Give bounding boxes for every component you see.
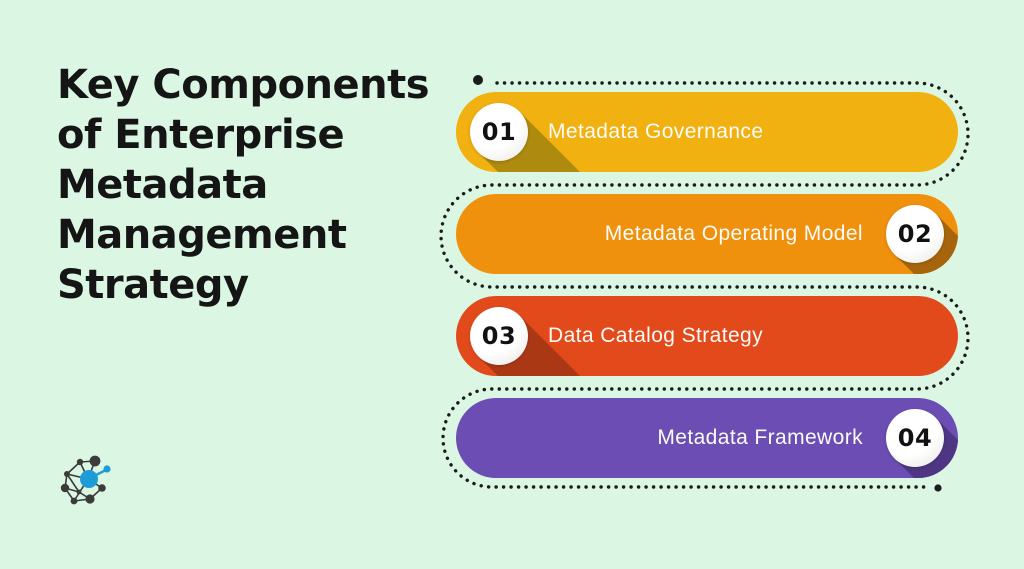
item-number-badge: 02 (886, 205, 944, 263)
item-number: 04 (897, 424, 933, 452)
item-pill-01: 01 Metadata Governance (456, 92, 958, 172)
item-number-badge: 03 (470, 307, 528, 365)
item-number-badge: 04 (886, 409, 944, 467)
item-pill-02: 02 Metadata Operating Model (456, 194, 958, 274)
item-label: Data Catalog Strategy (548, 324, 764, 347)
item-number: 01 (481, 118, 517, 146)
network-nodes-logo-icon (60, 455, 111, 505)
path-start-dot (473, 75, 483, 85)
item-number: 03 (481, 322, 517, 350)
path-end-dot (934, 484, 942, 492)
item-number: 02 (897, 220, 933, 248)
item-pill-04: 04 Metadata Framework (456, 398, 958, 478)
item-label: Metadata Governance (548, 120, 764, 143)
item-pill-03: 03 Data Catalog Strategy (456, 296, 958, 376)
item-number-badge: 01 (470, 103, 528, 161)
logo-nodes (60, 455, 106, 505)
item-label: Metadata Framework (657, 426, 863, 449)
page-title: Key Components of Enterprise Metadata Ma… (57, 62, 430, 308)
logo-accent-node (80, 465, 111, 488)
item-label: Metadata Operating Model (604, 222, 863, 245)
